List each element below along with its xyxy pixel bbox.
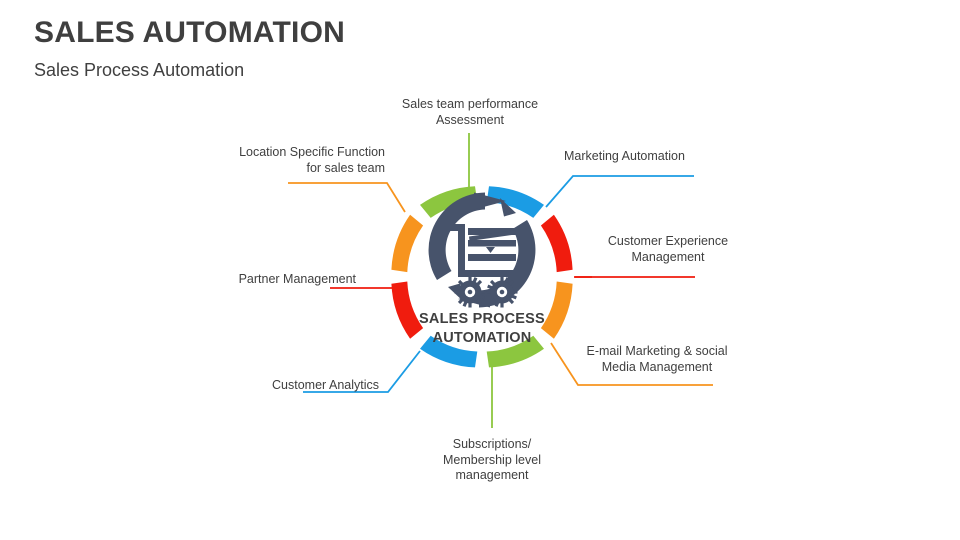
- callout-label-email-marketing-social-media[interactable]: E-mail Marketing & social Media Manageme…: [586, 344, 728, 374]
- ring-segments: [391, 186, 573, 368]
- segment-arc-subscriptions-membership[interactable]: [486, 335, 544, 368]
- callout-label-marketing-automation[interactable]: Marketing Automation: [564, 149, 685, 163]
- shopping-cart-icon: [447, 224, 516, 277]
- segment-arc-sales-team-performance[interactable]: [420, 186, 478, 218]
- center-label-line2: AUTOMATION: [432, 330, 532, 346]
- callout-label-customer-analytics[interactable]: Customer Analytics: [272, 378, 379, 392]
- gear-icon-left: [454, 276, 486, 308]
- leader-lines: [288, 133, 713, 428]
- gear-icon-right: [486, 276, 518, 308]
- segment-arc-location-specific-function[interactable]: [391, 214, 424, 273]
- page-title: SALES AUTOMATION: [34, 16, 345, 49]
- segment-arc-customer-analytics[interactable]: [420, 335, 478, 368]
- leader-line-email-marketing-social-media: [550, 342, 713, 386]
- leader-line-marketing-automation: [545, 175, 694, 208]
- segment-arc-marketing-automation[interactable]: [486, 186, 544, 218]
- callout-label-location-specific-function[interactable]: Location Specific Function for sales tea…: [239, 145, 385, 175]
- leader-line-customer-analytics: [303, 350, 421, 393]
- callout-label-customer-experience-management[interactable]: Customer Experience Management: [607, 234, 729, 264]
- segment-arc-email-marketing-social-media[interactable]: [540, 281, 573, 339]
- leader-line-location-specific-function: [288, 182, 406, 213]
- callout-label-sales-team-performance[interactable]: Sales team performance Assessment: [401, 97, 539, 127]
- segment-arc-customer-experience-management[interactable]: [540, 214, 573, 273]
- page-subtitle: Sales Process Automation: [34, 60, 245, 80]
- callout-label-subscriptions-membership[interactable]: Subscriptions/ Membership level manageme…: [443, 437, 541, 482]
- center-icon-group: [428, 192, 536, 308]
- center-label: SALES PROCESS AUTOMATION: [382, 310, 582, 348]
- callout-label-partner-management[interactable]: Partner Management: [238, 272, 356, 286]
- center-label-line1: SALES PROCESS: [419, 311, 545, 327]
- segment-arc-partner-management[interactable]: [391, 281, 424, 339]
